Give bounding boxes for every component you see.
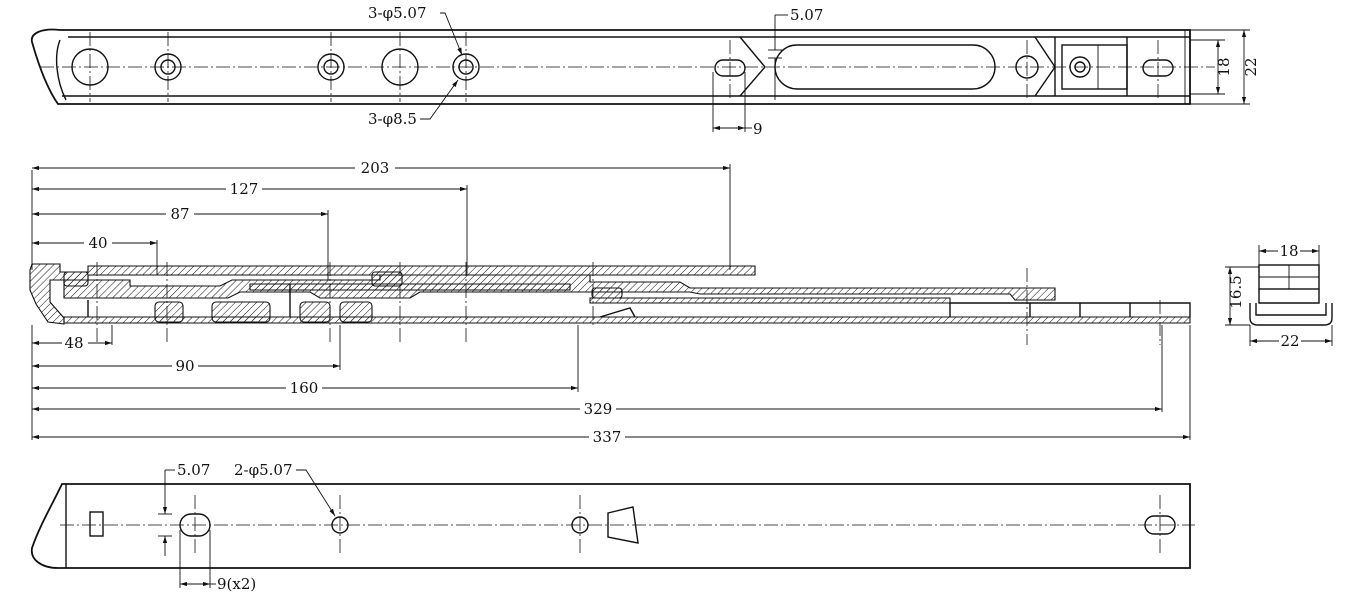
bottom-view-outline — [30, 483, 1191, 569]
side-view: 203 127 87 40 — [29, 158, 1191, 446]
section-height-label: 16.5 — [1227, 275, 1245, 308]
top-view-outline — [30, 28, 1191, 105]
section-bottom-width-label: 22 — [1280, 332, 1299, 350]
top-slot-width-label: 5.07 — [790, 6, 823, 24]
dim-203: 203 — [361, 159, 390, 177]
dim-40: 40 — [88, 234, 107, 252]
top-slot-length-label: 9 — [753, 120, 763, 138]
dim-48: 48 — [64, 334, 83, 352]
bottom-slot-length-label: 9(x2) — [217, 575, 256, 593]
dim-337: 337 — [593, 428, 622, 446]
top-view: 3-φ5.07 3-φ8.5 5.07 9 18 22 — [30, 4, 1260, 138]
bearing-cages — [63, 271, 623, 323]
dim-160: 160 — [290, 379, 319, 397]
dim-127: 127 — [230, 180, 259, 198]
bottom-view: 5.07 2-φ5.07 9(x2) — [30, 461, 1195, 593]
top-holes — [71, 32, 480, 102]
top-hole-large-label: 3-φ8.5 — [368, 110, 417, 128]
dim-329: 329 — [584, 400, 613, 418]
top-outer-width-label: 22 — [1242, 57, 1260, 76]
section-top-width-label: 18 — [1279, 242, 1298, 260]
top-hole-small-label: 3-φ5.07 — [368, 4, 427, 22]
bottom-hole-label: 2-φ5.07 — [234, 461, 293, 479]
dim-90: 90 — [175, 357, 194, 375]
section-view: 18 16.5 22 — [1225, 242, 1333, 350]
top-slots — [714, 36, 1174, 100]
top-inner-width-label: 18 — [1215, 57, 1233, 76]
dim-87: 87 — [170, 205, 189, 223]
bottom-slot-width-label: 5.07 — [177, 461, 210, 479]
